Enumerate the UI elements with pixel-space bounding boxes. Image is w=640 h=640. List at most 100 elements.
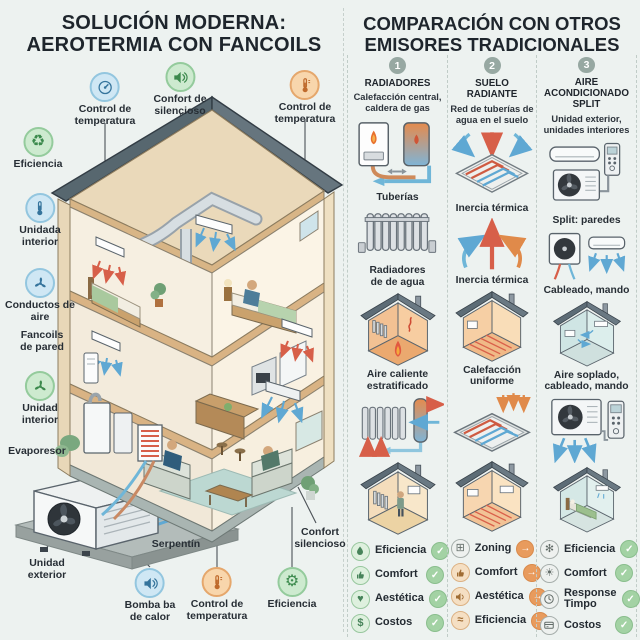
speaker-icon [134,568,165,598]
checklist-row: Costos ✓ [539,615,634,635]
column-3-number: 3 [578,57,595,73]
checklist-row: Costos ✓ [350,613,445,633]
label-conductos-de-aire: Conductos de aire [5,268,75,324]
wall-fancoil-floor1-left [83,330,123,384]
bedroom-left [88,277,166,328]
caption-inercia-1: Inercia térmica [455,202,529,214]
house-illustration [0,95,345,605]
checklist-row: Comfort ✓ [539,563,634,583]
water-radiator-figure [357,213,436,254]
checklist-row: Comfort → [450,563,541,583]
caption-tuberias: Tuberías [376,191,419,203]
column-2-title: SUELO RADIANTE [466,78,518,101]
radiant-floor-house-2-figure [450,460,534,532]
house-with-radiator-and-person-figure [355,461,441,535]
fan-swirl-icon [539,539,559,559]
column-1-title: RADIADORES [364,78,431,89]
caption-calefaccion-uniforme: Calefacción uniforme [463,364,521,388]
radiant-floor-house-figure [450,290,534,362]
dollar-icon [350,613,370,633]
caption-cableado-mando: Cableado, mando [543,285,630,297]
gas-boiler-and-tank-figure [357,121,431,186]
label-eficiencia-bottom: Eficiencia [267,567,317,611]
thermometer-icon [289,70,320,100]
thumbs-up-icon [450,563,470,583]
wave-icon [450,611,470,631]
indoor-remote-outdoor-figure [548,142,620,201]
label-control-temperatura-top-right: Control de temperatura [275,70,335,126]
checklist-row: Aestética ✓ [350,589,447,609]
checklist-row: Eficiencia ✓ [350,541,450,561]
cooled-house-figure [545,300,629,367]
wall-fancoil-floor2 [92,236,127,286]
caption-radiadores-agua: Radiadores de de agua [369,265,426,289]
radiator-with-cylinder-figure [358,395,444,457]
hot-air-house-figure [355,292,441,366]
label-control-temperatura-top-left: Control de temperatura [75,72,135,128]
card-icon [539,615,559,635]
column-1-subtitle: Calefacción central, caldera de gas [353,92,442,114]
roof [50,95,344,202]
checklist-row: Eficiencia → [450,611,550,631]
checklist-radiadores: Eficiencia ✓ Comfort ✓ Aestética ✓ Costo… [350,541,450,633]
fan-icon [25,268,55,298]
label-eficiencia-left: Eficiencia [13,127,63,171]
thermometer-icon [24,193,55,223]
arrow-icon: → [516,539,535,558]
right-title: COMPARACIÓN CON OTROS EMISORES TRADICION… [363,13,621,55]
check-icon: ✓ [615,616,634,635]
column-3-title: AIRE ACONDICIONADO SPLIT [544,76,629,111]
mechanical-room [55,392,163,521]
caption-inercia-2: Inercia térmica [455,274,529,286]
fan-icon [24,371,55,401]
wall-fancoil-floor1-right [280,318,314,363]
zoning-grid-icon [450,539,470,559]
column-1-number: 1 [389,57,406,74]
checklist-row: Comfort ✓ [350,565,445,585]
checklist-row: Eficiencia ✓ [539,539,639,559]
label-unidad-interior-upper: Unidada interior [19,193,61,249]
checklist-row: Zoning → [450,539,535,559]
outdoor-unit-with-remote-figure [550,399,625,464]
floor-coil-down-arrows-figure [451,132,533,193]
speaker-icon [450,587,470,607]
label-serpentin: Serpentín [151,538,201,550]
bedroom-house-with-split-figure [545,466,629,533]
recycle-icon [23,127,53,157]
label-unidad-exterior: Unidad exterior [27,557,67,581]
label-confort-silencioso-bottom: Confort silencioso [294,526,346,550]
floor-coil-tray-figure [453,393,531,453]
column-3-subtitle: Unidad exterior, unidades interiores [543,113,630,135]
check-icon: ✓ [426,614,445,633]
label-unidad-interior-lower: Unidad interior [22,371,58,427]
check-icon: ✓ [620,540,639,559]
label-control-temperatura-bottom: Control de temperatura [187,567,247,623]
column-aire-acondicionado-split: 3 AIRE ACONDICIONADO SPLIT Unidad exteri… [536,55,640,637]
thumbs-up-icon [350,565,370,585]
caption-split-paredes: Split: paredes [552,215,621,227]
ceiling-cassette-unit [195,214,236,252]
checklist-suelo-radiante: Zoning → Comfort → Aestética → Eficienci… [450,539,550,631]
label-fancoils-de-pared: Fancoils de pared [20,329,64,353]
checklist-row: Aestética → [450,587,547,607]
column-2-subtitle: Red de tuberías de agua en el suelo [450,103,534,125]
clock-icon [539,589,559,609]
label-confort-silencioso-top: Confort de silencioso [153,62,207,118]
label-bomba-de-calor: Bomba ba de calor [125,568,175,624]
rising-heat-arrows-figure [457,217,527,269]
caption-aire-soplado: Aire soplado, cableado, mando [544,369,629,393]
checklist-row: Response Timpo ✓ [539,587,640,611]
fan-and-wall-unit-figure [548,232,625,280]
check-icon: ✓ [426,566,445,585]
checklist-split: Eficiencia ✓ Comfort ✓ Response Timpo ✓ … [539,539,640,635]
speaker-icon [164,62,195,92]
sun-icon [539,563,559,583]
check-icon: ✓ [431,542,450,561]
comparison-columns: 1 RADIADORES Calefacción central, calder… [347,55,640,637]
thermostat-dial-icon [89,72,120,102]
check-icon: ✓ [615,564,634,583]
section-divider [343,8,344,632]
label-evaporesor: Evaporesor [8,445,66,457]
water-drop-icon [350,541,370,561]
